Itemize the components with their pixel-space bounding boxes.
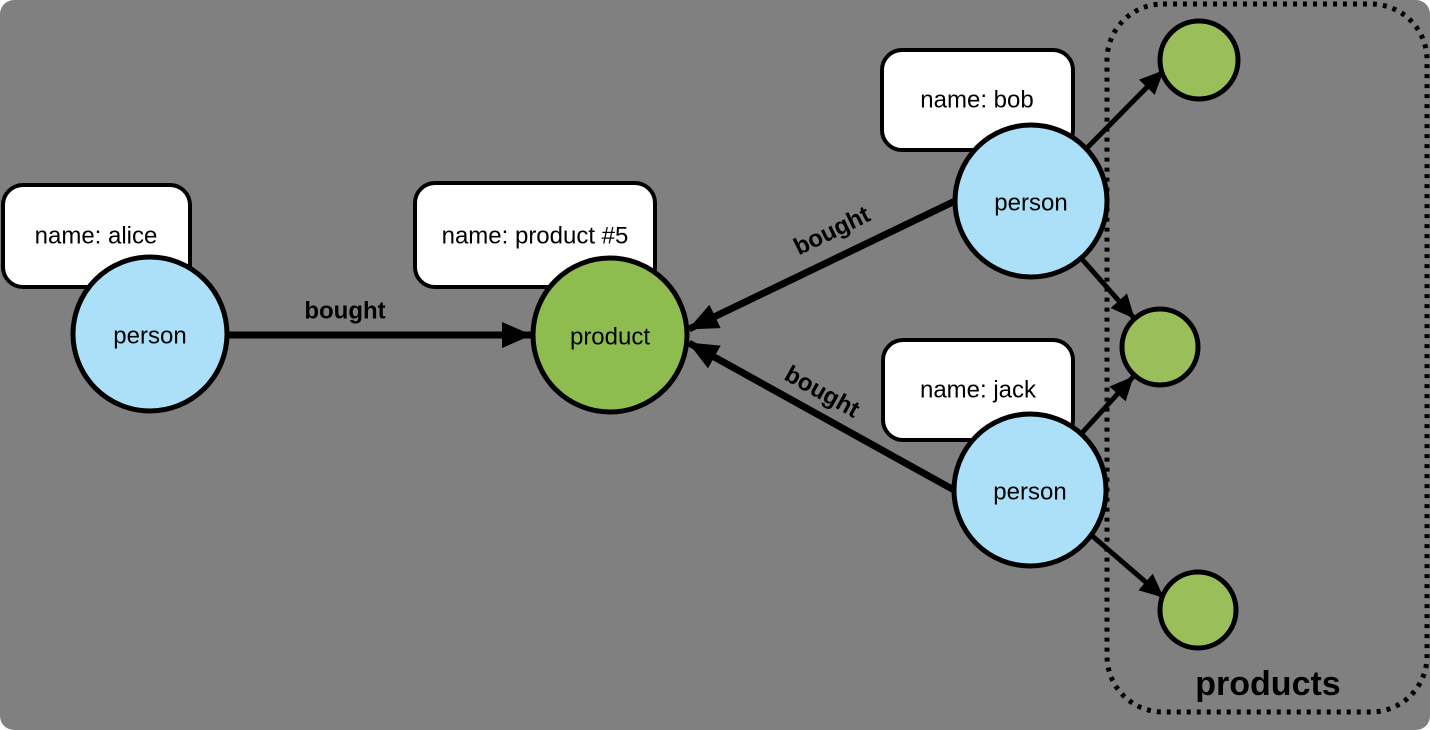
products-group-label: products bbox=[1195, 665, 1340, 703]
product-node-top bbox=[1157, 18, 1241, 102]
property-text-bob: name: bob bbox=[920, 87, 1033, 114]
product-node-product5 bbox=[530, 255, 690, 415]
edge-jack-product-bottom bbox=[1088, 532, 1165, 599]
edge-jack-product5 bbox=[687, 339, 956, 494]
products-group-border bbox=[1104, 1, 1430, 715]
person-node-jack bbox=[951, 411, 1109, 569]
person-node-bob-label: person bbox=[994, 190, 1067, 217]
product-node-bottom bbox=[1157, 569, 1239, 651]
person-node-bob bbox=[952, 122, 1110, 280]
property-text-jack: name: jack bbox=[920, 377, 1037, 404]
nodes: person product person person bbox=[70, 18, 1241, 651]
product-node-product5-label: product bbox=[570, 324, 650, 351]
property-text-alice: name: alice bbox=[35, 223, 158, 250]
person-node-alice bbox=[70, 254, 230, 414]
person-node-alice-label: person bbox=[113, 323, 186, 350]
edge-bob-product-top bbox=[1083, 69, 1165, 152]
edge-bob-product5 bbox=[687, 197, 957, 333]
products-group: products bbox=[1104, 1, 1430, 715]
edge-label-alice-bought: bought bbox=[304, 298, 385, 325]
product-node-middle bbox=[1119, 306, 1201, 388]
edge-bob-product-middle bbox=[1079, 256, 1136, 320]
person-node-jack-label: person bbox=[993, 479, 1066, 506]
edge-jack-product-middle bbox=[1079, 375, 1135, 436]
property-text-product5: name: product #5 bbox=[442, 223, 629, 250]
